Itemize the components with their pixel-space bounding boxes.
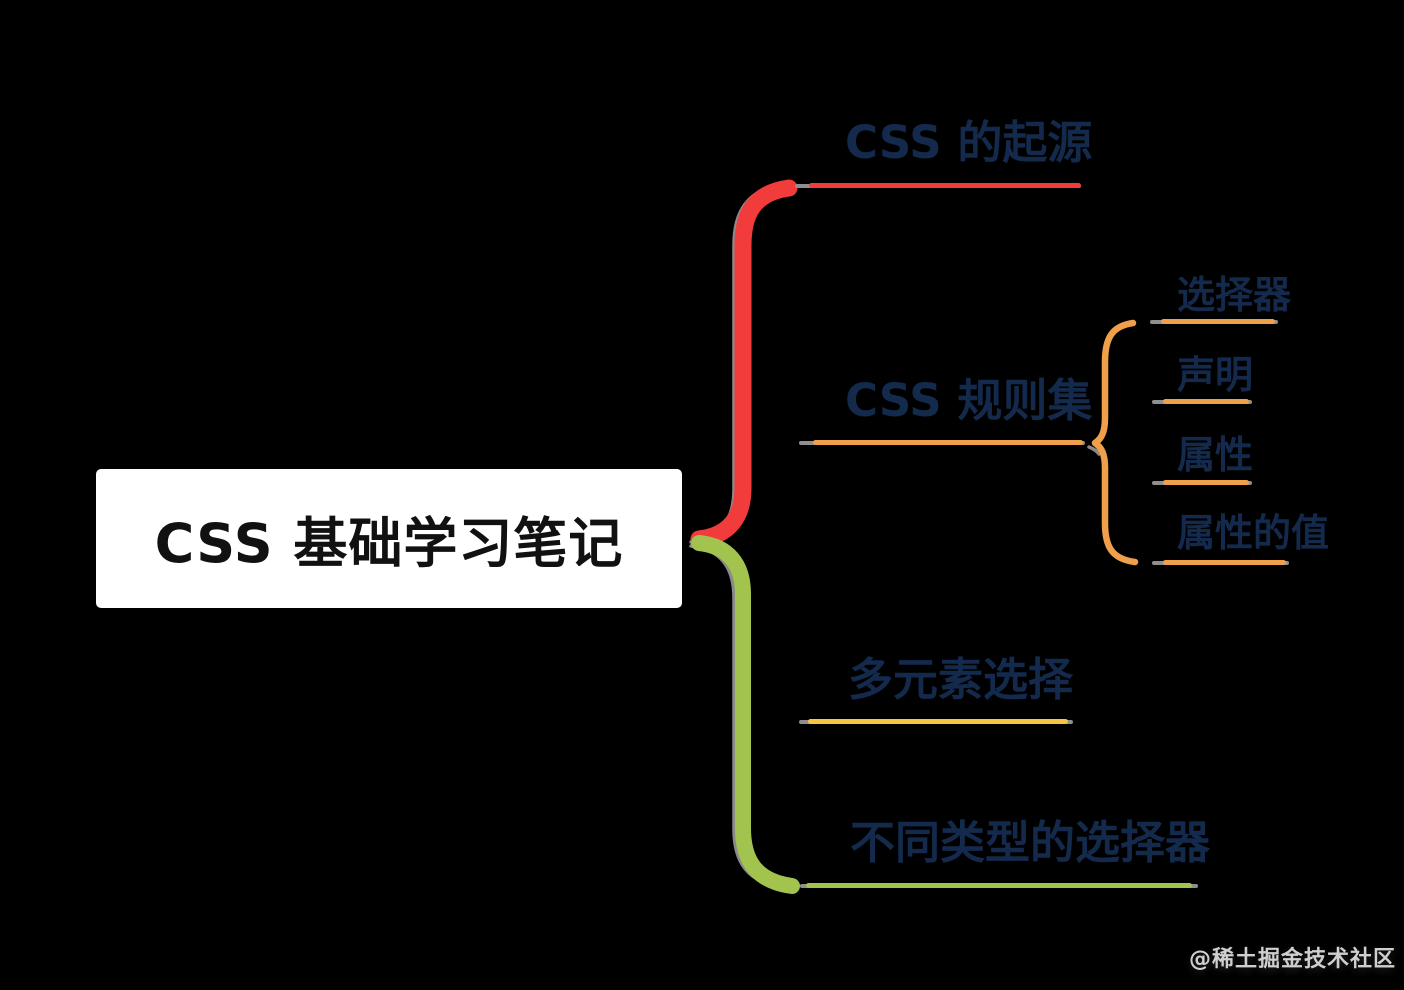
branch-label-origin: CSS 的起源 xyxy=(845,116,1093,169)
juejin-watermark: @稀土掘金技术社区 xyxy=(1188,947,1396,972)
branch-line-multi xyxy=(799,719,1073,726)
subbranch-line-property-value xyxy=(1152,560,1289,565)
branch-line-ruleset xyxy=(799,440,1085,446)
subbranch-label-selector: 选择器 xyxy=(1177,273,1292,317)
branch-curve-origin xyxy=(690,179,798,548)
subbranch-line-declaration xyxy=(1152,399,1252,404)
root-node: CSS 基础学习笔记 xyxy=(96,469,682,608)
subbranch-line-property xyxy=(1152,480,1252,485)
branch-line-types xyxy=(800,883,1198,889)
subbranch-label-declaration: 声明 xyxy=(1177,353,1254,397)
branch-label-multi: 多元素选择 xyxy=(848,653,1074,706)
subbranch-line-selector xyxy=(1150,319,1278,324)
subbranch-label-property-value: 属性的值 xyxy=(1177,511,1330,555)
root-node-label: CSS 基础学习笔记 xyxy=(154,512,624,575)
branch-line-origin xyxy=(795,183,1081,189)
brace-shadow xyxy=(1087,445,1101,456)
ruleset-children-brace xyxy=(1091,319,1139,566)
branch-label-types: 不同类型的选择器 xyxy=(850,816,1211,869)
branch-label-ruleset: CSS 规则集 xyxy=(845,374,1093,427)
subbranch-label-property: 属性 xyxy=(1177,433,1254,477)
branch-curve-types xyxy=(691,535,800,894)
